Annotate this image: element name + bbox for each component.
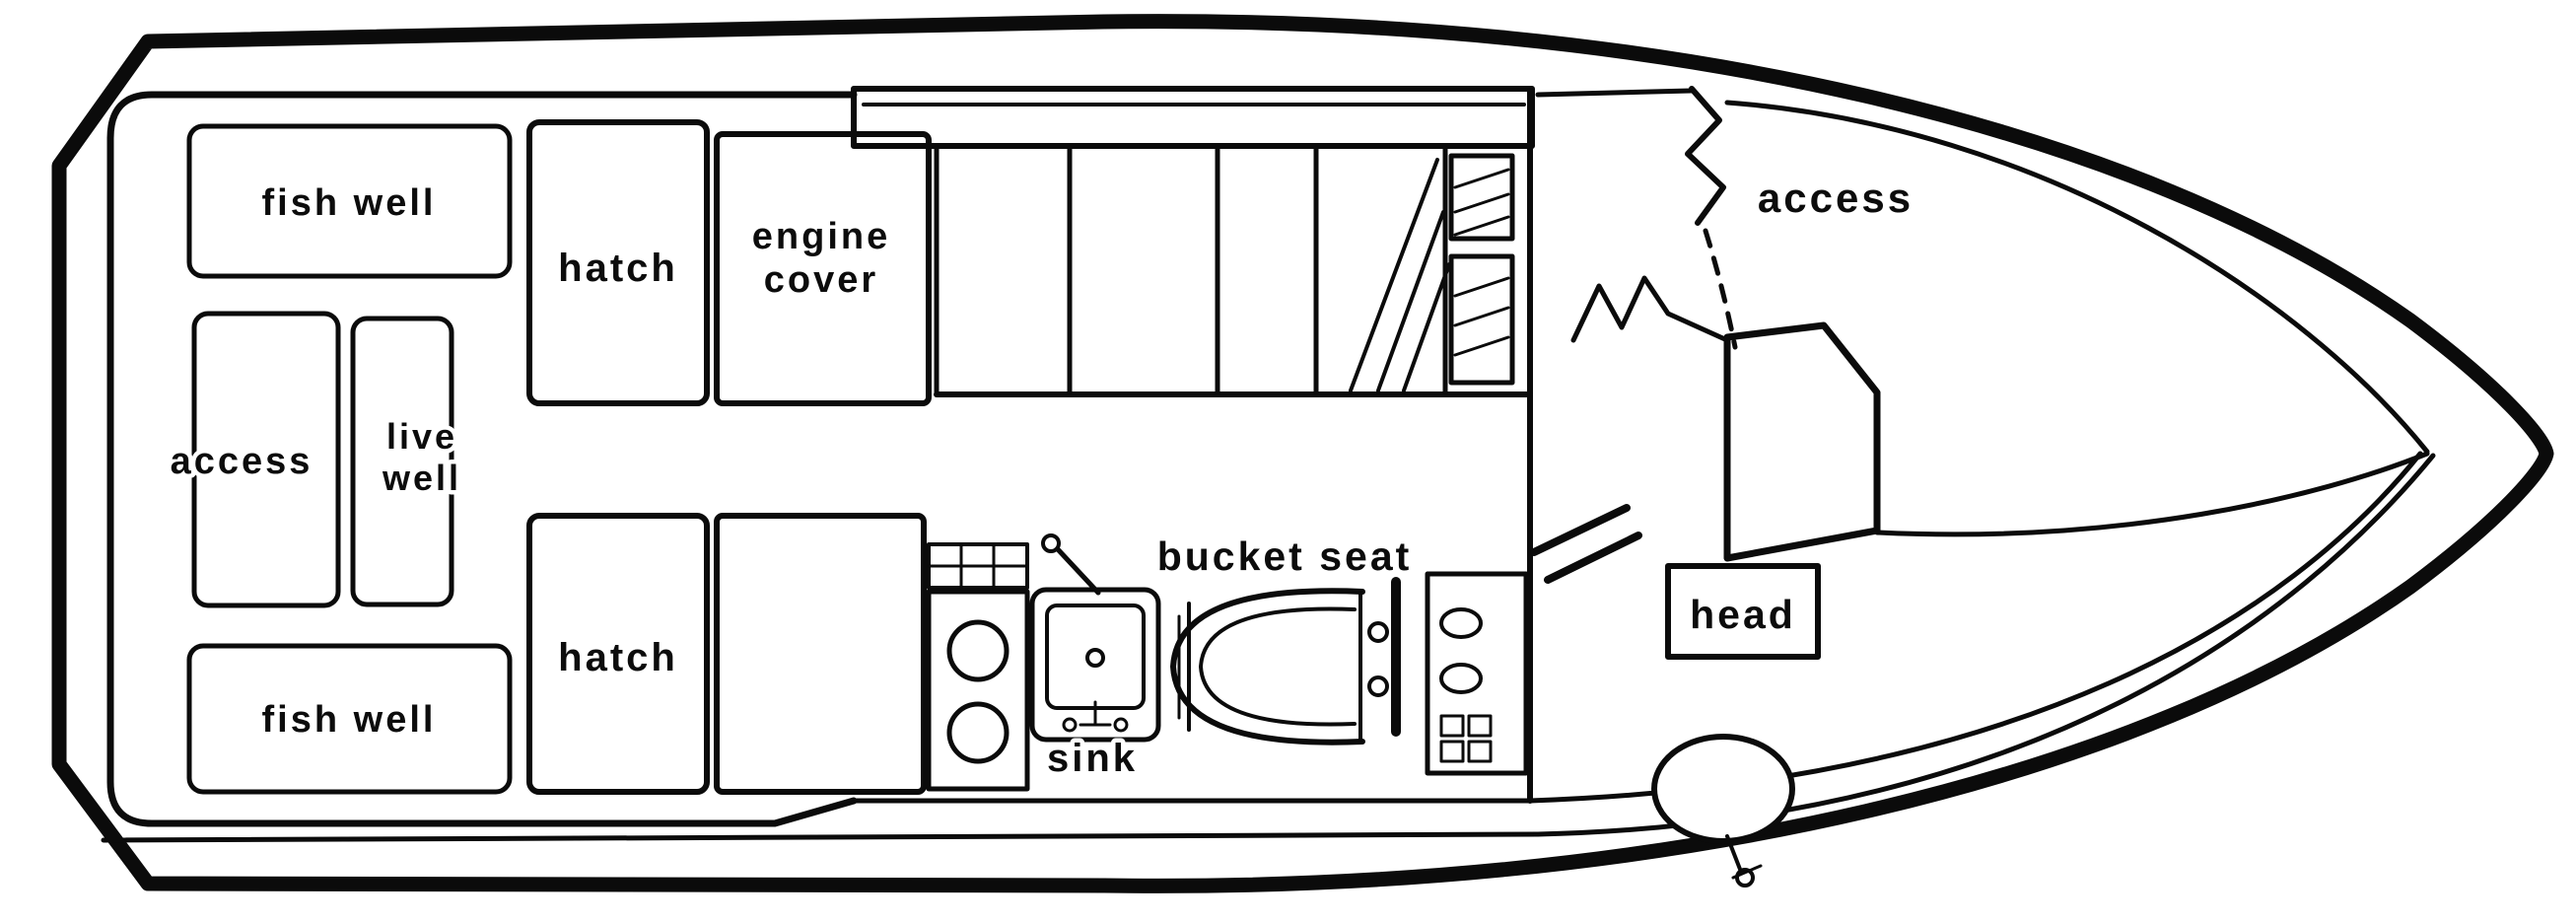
cockpit-coaming	[106, 91, 858, 827]
access-hatch-box	[191, 311, 341, 608]
bow-sheer-top-line	[1724, 100, 2430, 455]
label-access-bow: access	[1758, 175, 1914, 221]
label-access-port: access	[171, 441, 313, 482]
helm-divider-line-1	[1530, 504, 1631, 556]
bow-mid-line	[1874, 451, 2430, 537]
switch-1	[1439, 714, 1465, 738]
berth-cushion-box-2	[1448, 253, 1515, 386]
bulkhead-break-zigzag	[1570, 275, 1730, 343]
deck-break-link-line	[1535, 88, 1694, 98]
label-engine-cover-line2: cover	[764, 259, 878, 301]
stove-grate-lines	[927, 542, 1029, 590]
fish-well-bottom-box	[186, 643, 513, 795]
label-hatch-bottom: hatch	[558, 636, 678, 679]
label-live-well-line2: well	[382, 458, 461, 498]
bow-area	[1570, 86, 1881, 888]
cockpit	[106, 91, 932, 827]
label-fish-well-top: fish well	[262, 182, 437, 224]
galley	[926, 533, 1161, 792]
switch-3	[1439, 740, 1465, 763]
seat-back-inner	[1199, 606, 1357, 727]
gauge-2	[1439, 663, 1483, 694]
cabin	[851, 86, 1535, 804]
label-head: head	[1690, 592, 1796, 637]
hull-break-zigzag-top	[1685, 86, 1726, 226]
helm-divider-line-2	[1544, 532, 1642, 584]
label-sink: sink	[1047, 737, 1138, 780]
switch-2	[1467, 714, 1493, 738]
storage-box	[714, 513, 927, 795]
label-fish-well-bottom: fish well	[262, 699, 437, 741]
curtain-fold-line-1	[1349, 158, 1439, 392]
faucet-handle-left	[1062, 717, 1078, 733]
faucet-lever-line	[1054, 545, 1101, 596]
toilet-pump-arm	[1725, 834, 1743, 874]
cushion-hatch-lines-1	[1453, 168, 1510, 237]
faucet-spout	[1079, 700, 1112, 727]
helm-knob-2	[1367, 675, 1389, 697]
stove-box	[926, 589, 1030, 792]
hatch-top-box	[526, 119, 710, 406]
head-label-box	[1665, 563, 1821, 660]
engine-cover-box	[714, 131, 932, 406]
label-engine-cover-line1: engine	[752, 216, 890, 257]
label-hatch-top: hatch	[558, 247, 678, 290]
helm	[1170, 504, 1642, 776]
cushion-hatch-lines-2	[1453, 276, 1510, 357]
helm-knob-1	[1367, 621, 1389, 643]
seat-back-outer	[1170, 588, 1365, 746]
bow-console-panel	[1723, 321, 1881, 562]
burner-circle-1	[946, 619, 1010, 682]
curtain-fold-line-2	[1376, 210, 1445, 392]
hatch-bottom-box	[526, 513, 710, 795]
label-live-well-line1: live	[386, 416, 457, 457]
live-well-box	[350, 316, 454, 607]
hatch-outline-dashed	[1703, 228, 1738, 350]
curtain-fold-line-3	[1402, 262, 1451, 392]
faucet-lever-knob	[1041, 533, 1061, 553]
burner-circle-2	[946, 701, 1010, 764]
labels: fish well access live well fish well hat…	[166, 171, 1915, 785]
switch-4	[1467, 740, 1493, 763]
toilet-pump-handle	[1731, 864, 1763, 880]
label-bucket-seat: bucket seat	[1157, 533, 1413, 579]
toilet-bowl	[1651, 734, 1795, 844]
fish-well-top-box	[186, 123, 513, 279]
faucet-handle-right	[1113, 717, 1129, 733]
gauge-1	[1439, 607, 1483, 639]
sink-drain	[1085, 648, 1105, 668]
